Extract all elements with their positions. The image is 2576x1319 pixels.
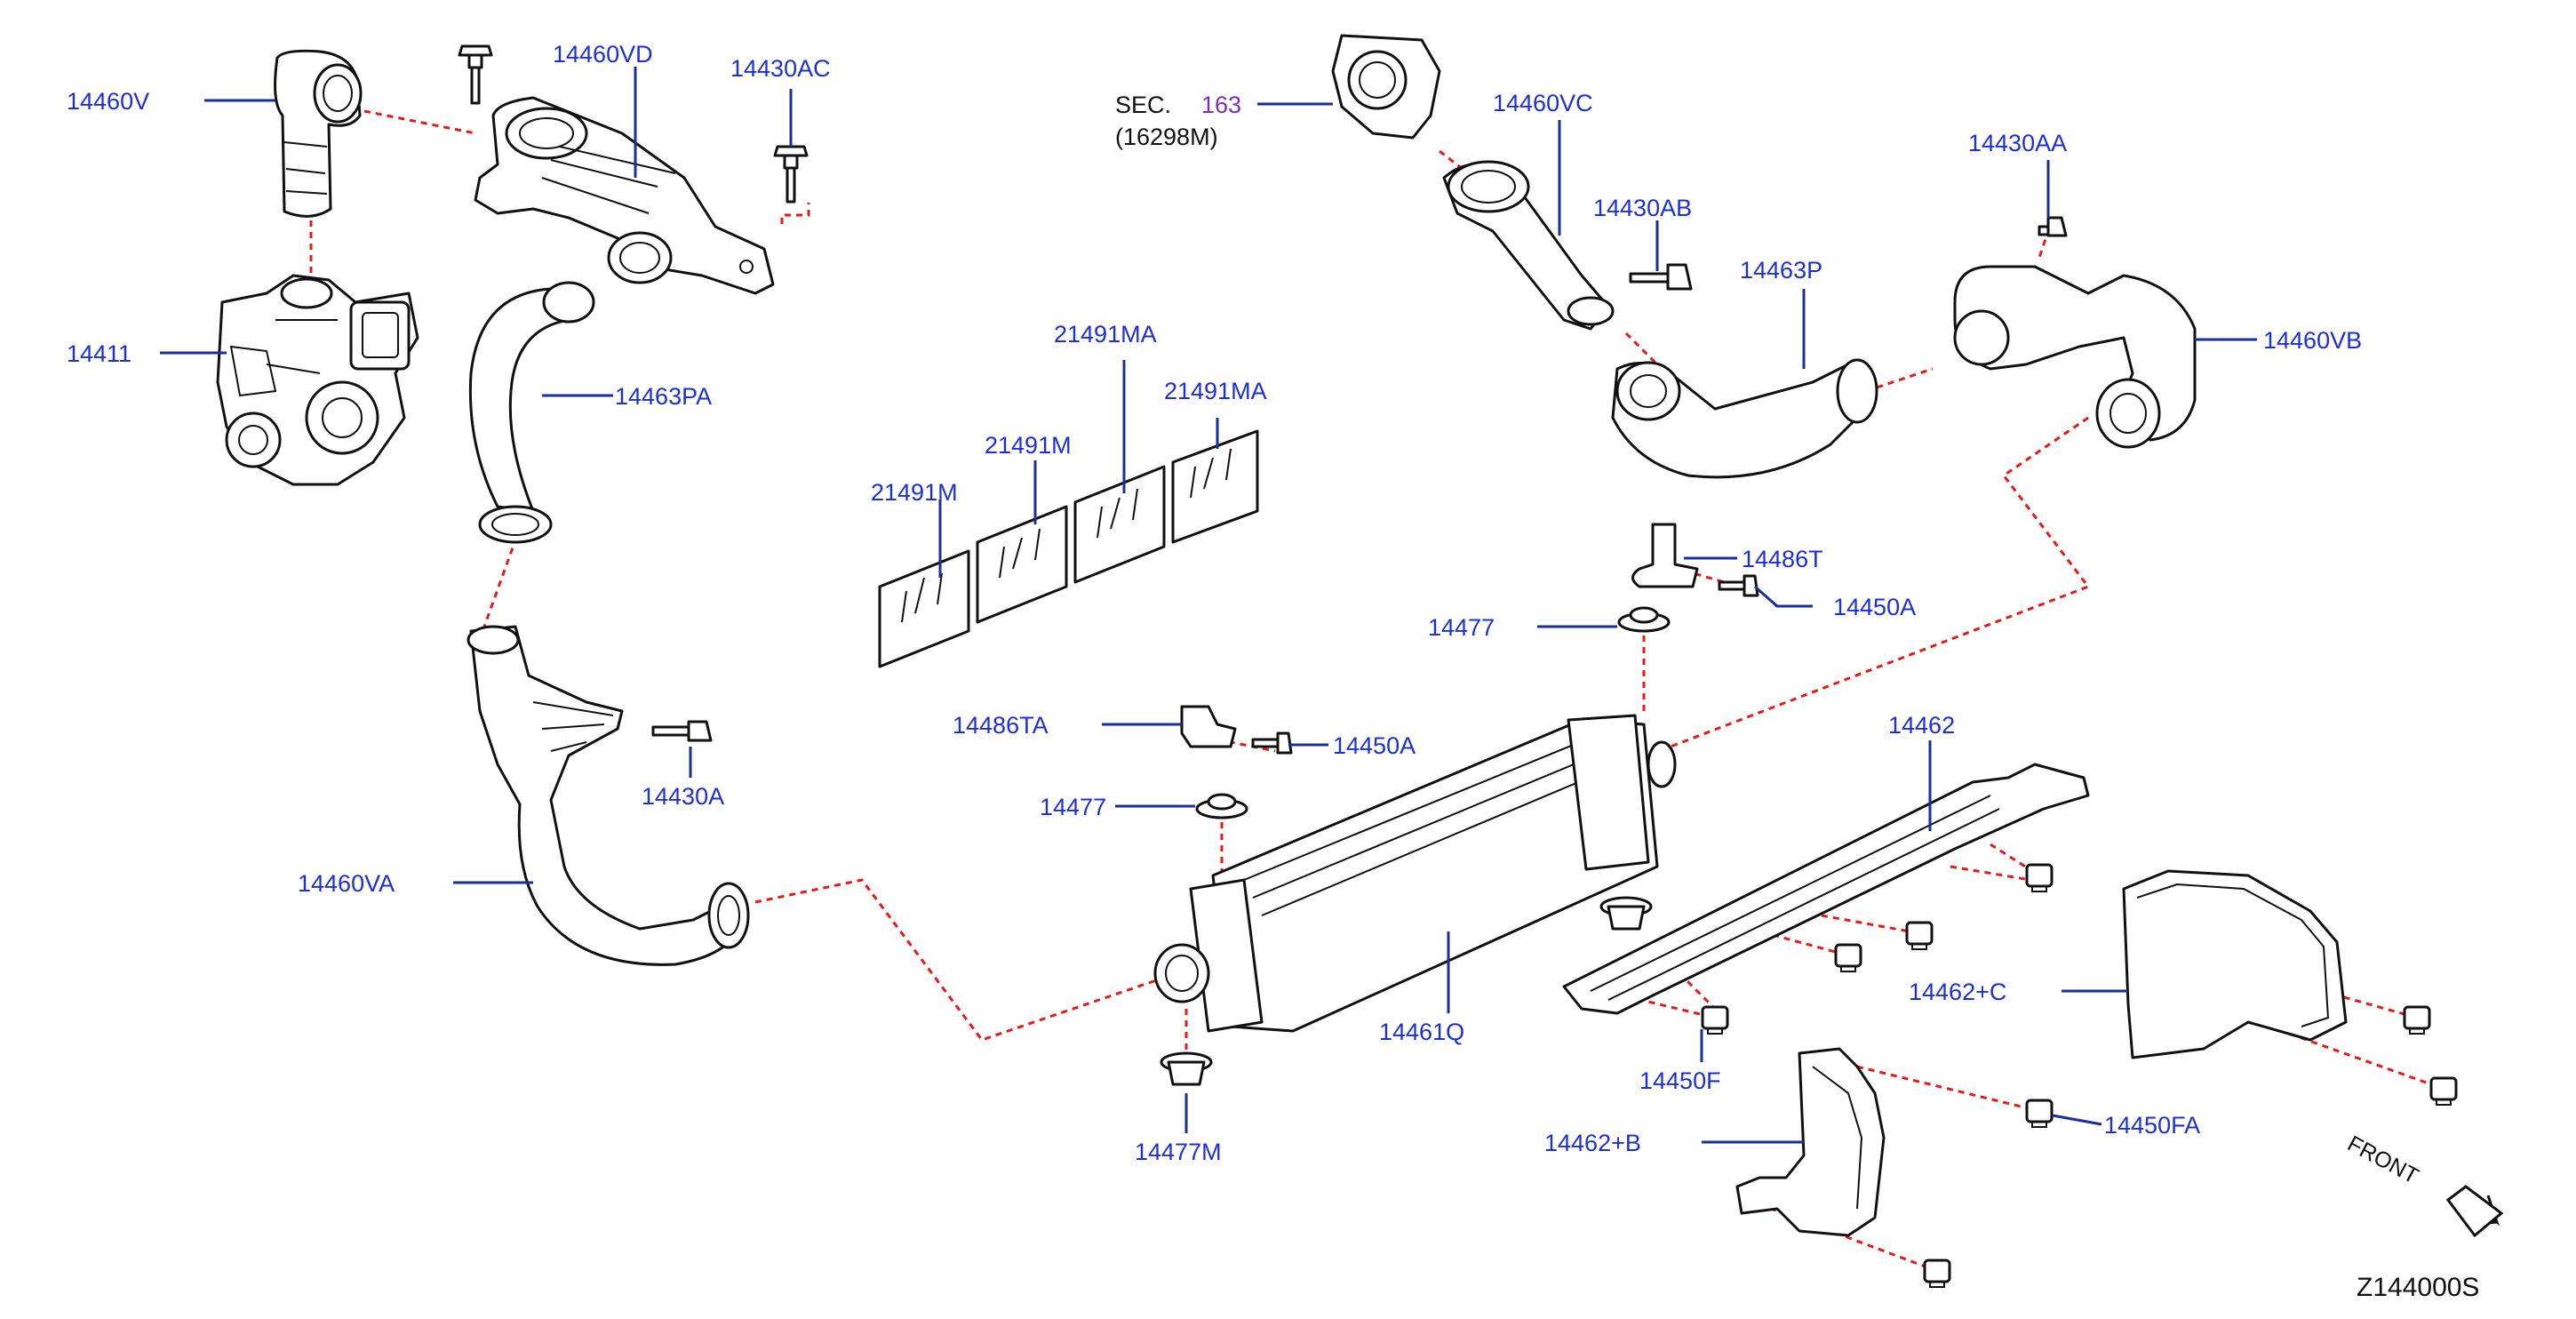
part-14460VA-pipe (467, 625, 750, 966)
part-14461Q-intercooler (1153, 714, 1677, 1033)
bolt-14430AC-2 (773, 145, 809, 204)
label-21491MA-a: 21491MA (1054, 321, 1157, 348)
label-14486TA: 14486TA (953, 712, 1049, 739)
diagram-code: Z144000S (2357, 1273, 2479, 1302)
part-14460V-elbow (274, 49, 363, 218)
label-14460VB: 14460VB (2263, 327, 2362, 354)
part-14463PA-hose (468, 281, 595, 544)
label-14450F: 14450F (1639, 1067, 1721, 1094)
label-14477-b: 14477 (1040, 794, 1106, 820)
part-14463P-hose (1611, 358, 1878, 479)
label-14450FA: 14450FA (2104, 1112, 2200, 1139)
grommet-14477-a (1617, 606, 1671, 633)
bolt-14430AC (458, 44, 493, 105)
grommet-14477-b (1195, 793, 1248, 819)
label-14486T: 14486T (1742, 546, 1823, 572)
bolts (458, 44, 2068, 755)
label-14462: 14462 (1888, 712, 1955, 739)
label-14460VD: 14460VD (553, 41, 653, 68)
connection-lines (309, 109, 2444, 1273)
part-21491-labels (878, 429, 1259, 668)
label-14460V: 14460V (67, 88, 149, 115)
label-14462C: 14462+C (1909, 979, 2006, 1005)
label-14430AC: 14430AC (730, 55, 831, 82)
label-14430A: 14430A (642, 783, 724, 810)
label-14461Q: 14461Q (1379, 1019, 1464, 1045)
part-14411-turbocharger (216, 274, 419, 486)
part-14462B-bracket (1735, 1047, 1886, 1237)
label-14463P: 14463P (1740, 257, 1822, 284)
bolt-14450A-b (1251, 731, 1293, 755)
label-21491MA-b: 21491MA (1164, 378, 1267, 404)
label-14450A-a: 14450A (1833, 594, 1916, 620)
part-14462C-shield (2122, 869, 2348, 1059)
label-14450A-b: 14450A (1333, 732, 1416, 759)
grommet-lower-right (1599, 896, 1653, 931)
front-indicator: FRONT (2343, 1131, 2504, 1238)
part-labels: 14460V 14460VD 14430AC 14411 14463PA SEC… (67, 41, 2362, 1165)
part-14486T-bracket (1631, 523, 1699, 588)
label-21491M-b: 21491M (871, 479, 958, 506)
label-14463PA: 14463PA (615, 383, 712, 410)
grommets (1160, 606, 1671, 1086)
label-sec-reference: (16298M) (1115, 124, 1218, 150)
label-sec-number[interactable]: 163 (1201, 92, 1241, 118)
label-sec-prefix: SEC. (1115, 92, 1171, 118)
label-21491M-a: 21491M (985, 432, 1072, 459)
bolt-14430A (651, 720, 713, 742)
part-14460VC-pipe (1331, 34, 1615, 331)
label-14462B: 14462+B (1544, 1130, 1641, 1156)
part-14486TA-bracket (1180, 705, 1237, 748)
label-14430AB: 14430AB (1593, 195, 1692, 221)
label-14411: 14411 (67, 340, 132, 367)
part-14460VB-pipe (1953, 265, 2197, 449)
label-14477-a: 14477 (1428, 614, 1495, 641)
bolt-14430AB (1629, 263, 1693, 291)
front-label: FRONT (2343, 1131, 2422, 1189)
bolt-14450A-a (1718, 574, 1759, 597)
label-14460VA: 14460VA (298, 870, 395, 897)
flange-bolts (1701, 863, 2458, 1288)
label-14430AA: 14430AA (1968, 130, 2067, 156)
label-14460VC: 14460VC (1493, 90, 1593, 116)
label-14477M: 14477M (1135, 1139, 1222, 1165)
grommet-14477M (1160, 1051, 1213, 1086)
part-14460VD-duct (474, 96, 775, 295)
leader-lines (160, 67, 2257, 1144)
bolt-14430AA (2038, 216, 2068, 237)
part-14462-rail (1562, 763, 2090, 1015)
